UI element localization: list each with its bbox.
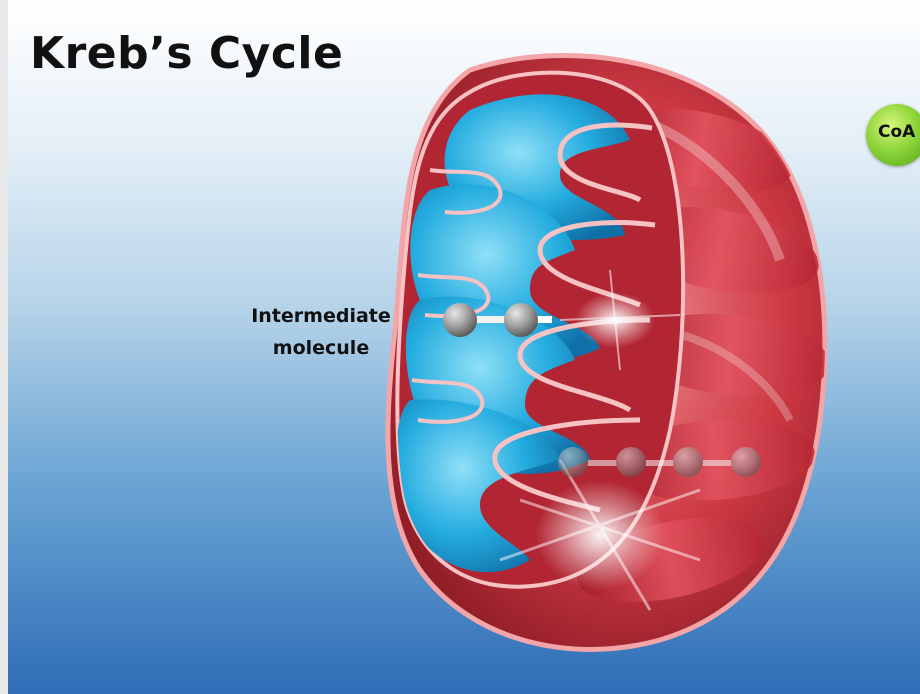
intermediate-molecule-label: Intermediate molecule bbox=[222, 300, 420, 364]
coa-text: CoA bbox=[878, 122, 915, 142]
label-line-2: molecule bbox=[222, 332, 420, 364]
label-line-1: Intermediate bbox=[222, 300, 420, 332]
